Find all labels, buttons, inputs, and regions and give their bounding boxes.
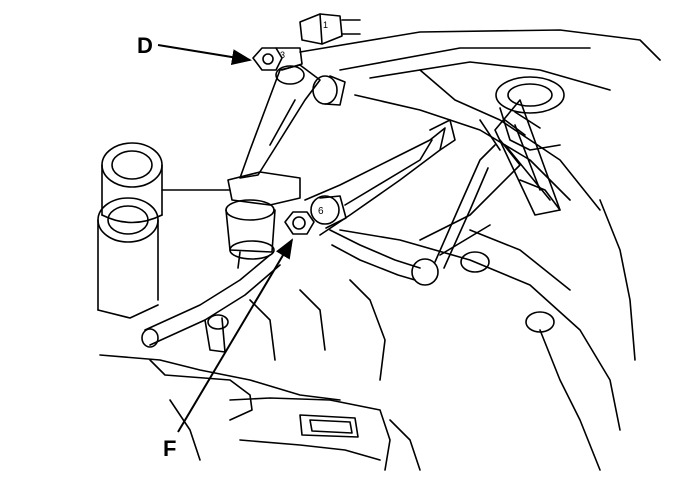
bolt-f: [284, 211, 315, 235]
callout-f-arrow: [177, 238, 294, 433]
lower-arm: [141, 254, 281, 353]
shift-cable-upper: [239, 64, 346, 179]
bolt-marking-3: 3: [280, 50, 285, 60]
clamp-joint: [161, 171, 301, 269]
bolt-marking-1: 1: [323, 20, 328, 30]
linkage-rod: [329, 144, 496, 286]
callout-f-label: F: [163, 436, 177, 461]
callout-d-label: D: [137, 33, 153, 58]
transmission-case: [299, 29, 661, 471]
cylinder-bottom: [97, 197, 159, 319]
cylinder-top: [101, 142, 163, 224]
callout-d-arrow: [157, 44, 252, 65]
lower-housing: [99, 279, 421, 471]
bolt-marking-6: 6: [318, 206, 324, 217]
bolt-top-1: 1: [299, 13, 361, 45]
bracket-rib: [419, 99, 561, 256]
shift-lever: 6: [304, 119, 456, 236]
